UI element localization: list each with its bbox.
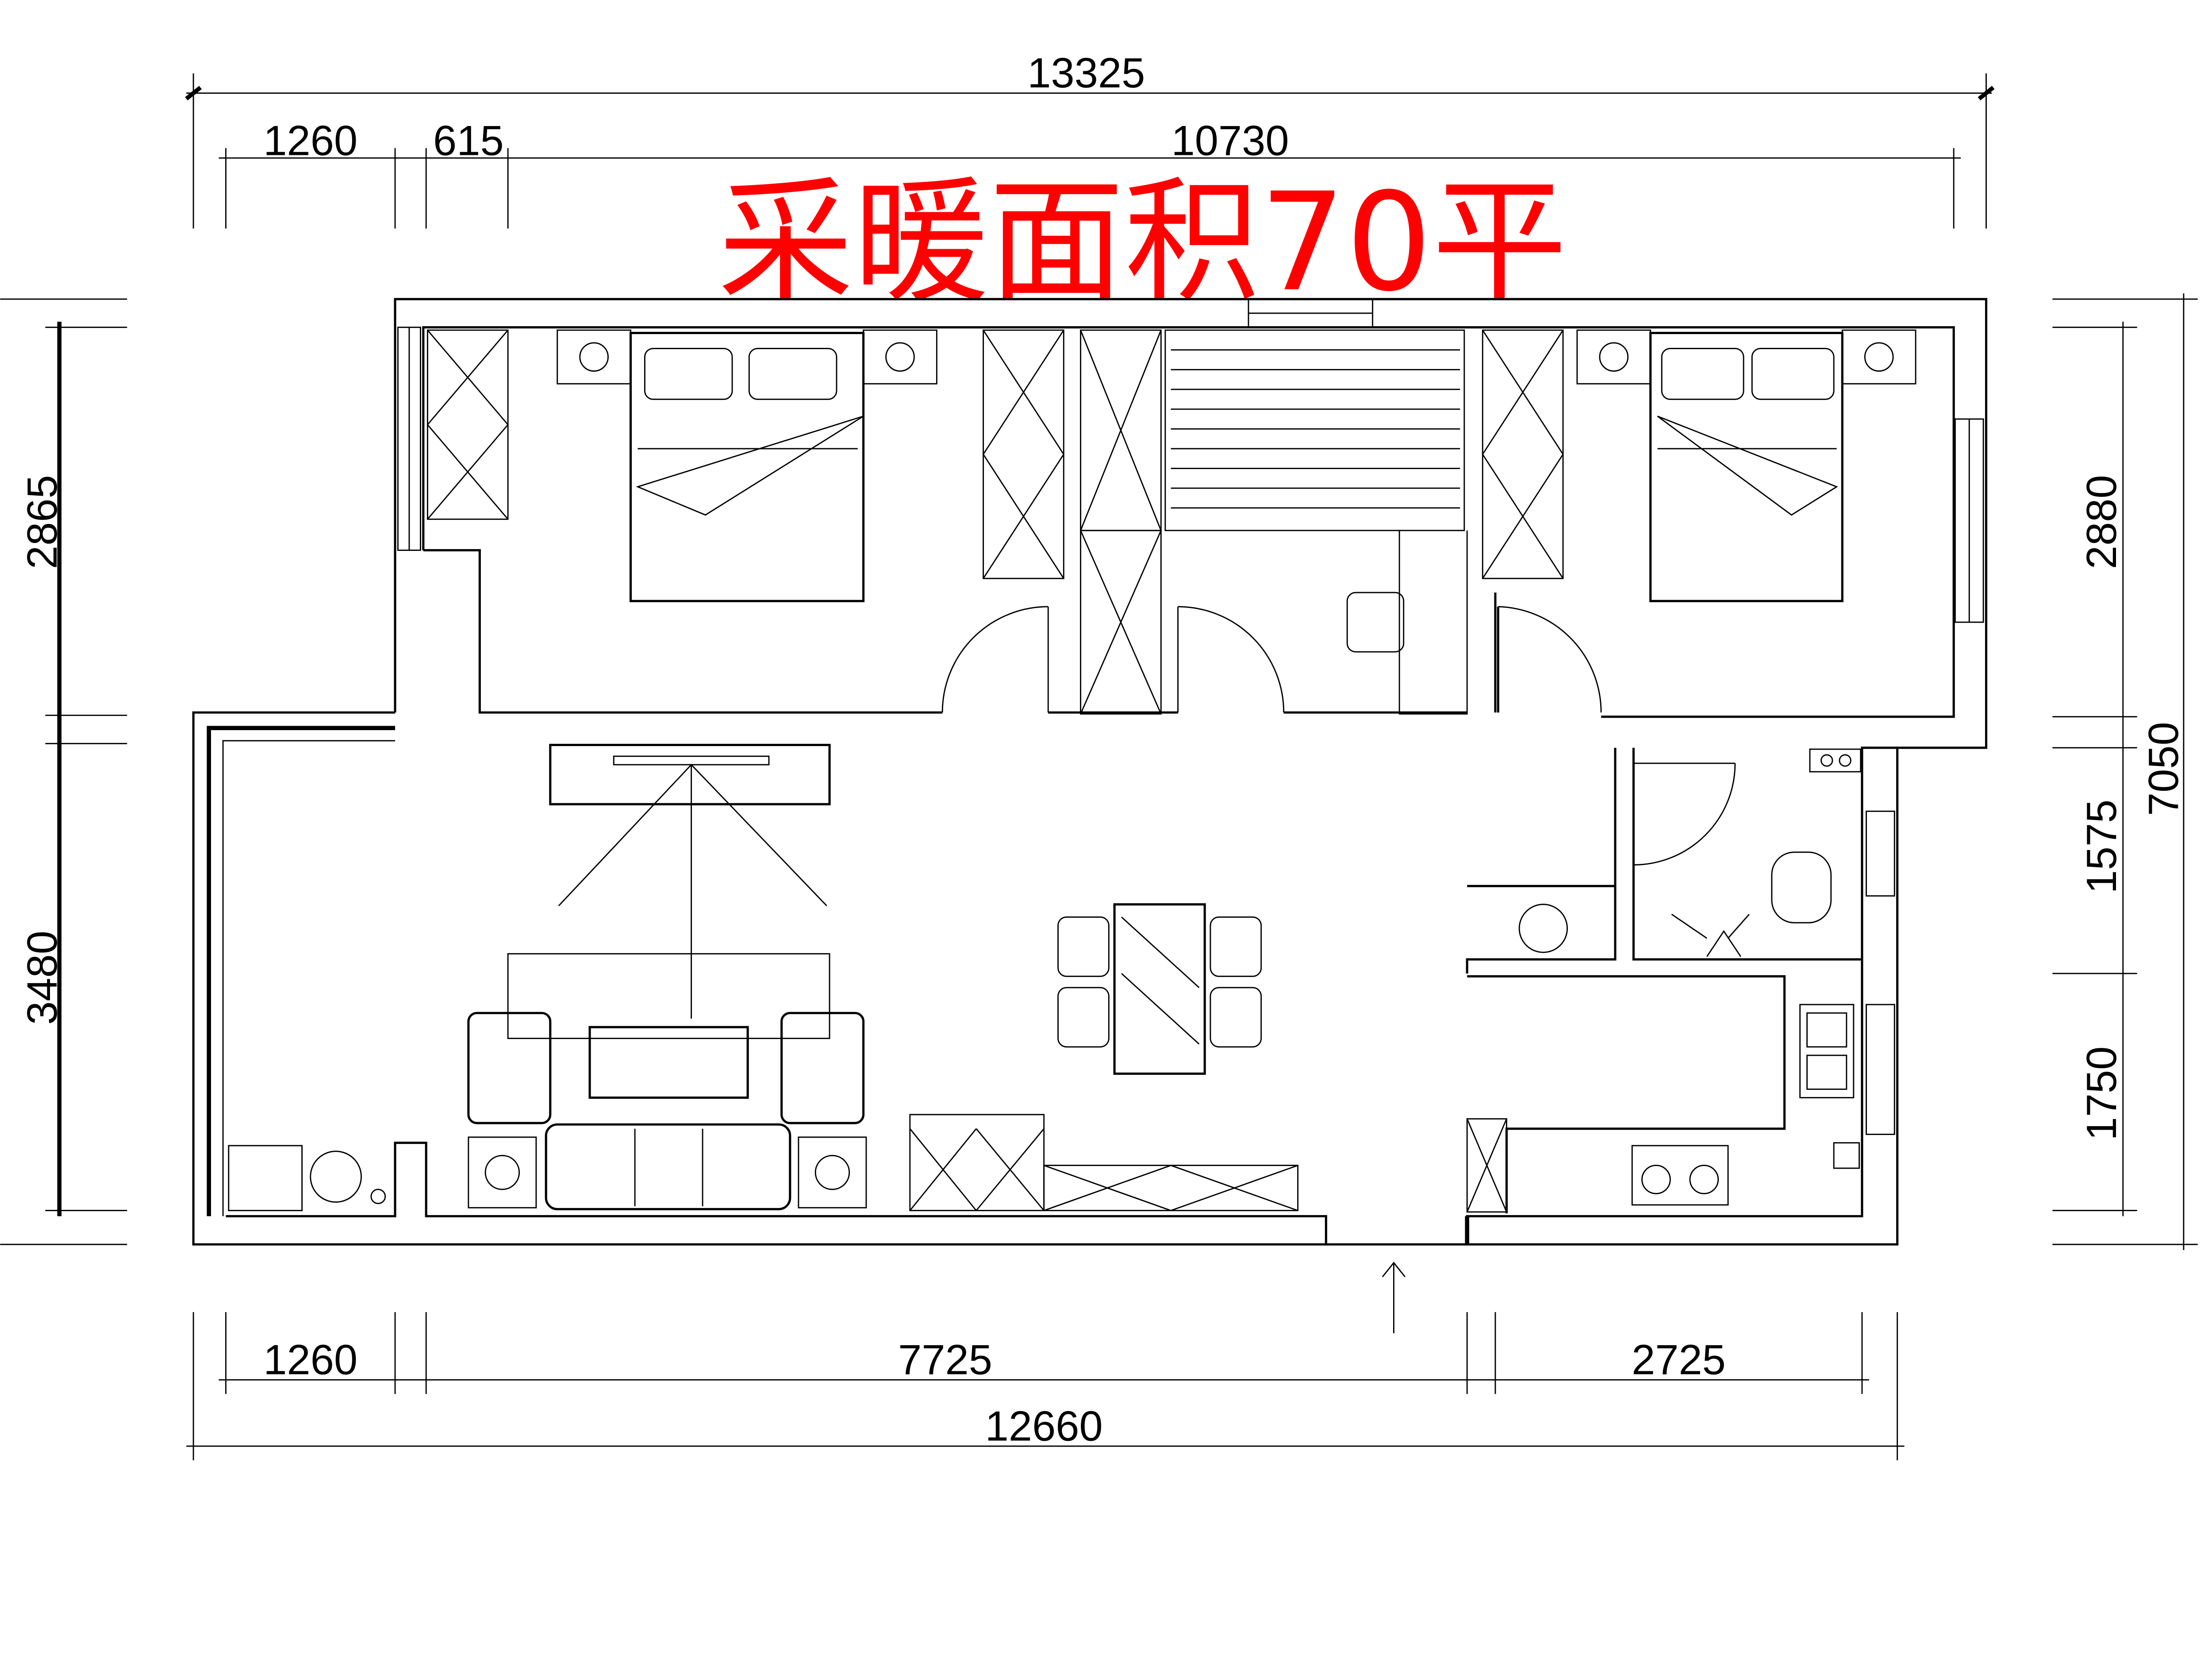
study-desk [1164,329,1468,715]
dim-right-1: 2880 [2078,475,2125,569]
dim-right-2: 1575 [2078,800,2125,894]
dim-left-2: 3480 [19,931,66,1025]
dim-bottom-total: 12660 [985,1402,1103,1450]
right-dimensions: 2880 1575 1750 7050 [2052,293,2198,1250]
dim-bottom-1: 1260 [263,1336,357,1383]
dim-right-3: 1750 [2078,1047,2125,1141]
dim-top-3: 10730 [1171,117,1289,165]
entrance-arrow-icon [1382,1262,1406,1334]
wardrobes [426,329,1564,1213]
bottom-dimensions: 1260 7725 2725 12660 [186,1312,1905,1460]
living-room-furniture [228,743,1299,1212]
dim-right-total: 7050 [2140,722,2187,816]
dim-bottom-3: 2725 [1632,1336,1726,1383]
dim-top-total: 13325 [1027,50,1145,97]
bed-left [557,329,937,602]
heating-area-title: 采暖面积70平 [718,164,1567,322]
dining-table [1057,903,1262,1075]
doors [941,606,1736,1334]
top-dimensions: 13325 1260 615 10730 [185,50,1995,229]
dim-left-1: 2865 [19,475,66,569]
bed-right [1576,329,1916,602]
bathroom-kitchen-fixtures [1518,748,1862,1206]
left-dimensions: 2865 3480 [0,298,127,1245]
dim-top-2: 615 [433,117,504,165]
dim-top-1: 1260 [263,117,357,165]
walls [192,298,1988,1246]
floor-plan: 采暖面积70平 13325 1260 615 10730 2865 3480 2… [0,50,2198,1460]
dim-bottom-2: 7725 [898,1336,992,1383]
